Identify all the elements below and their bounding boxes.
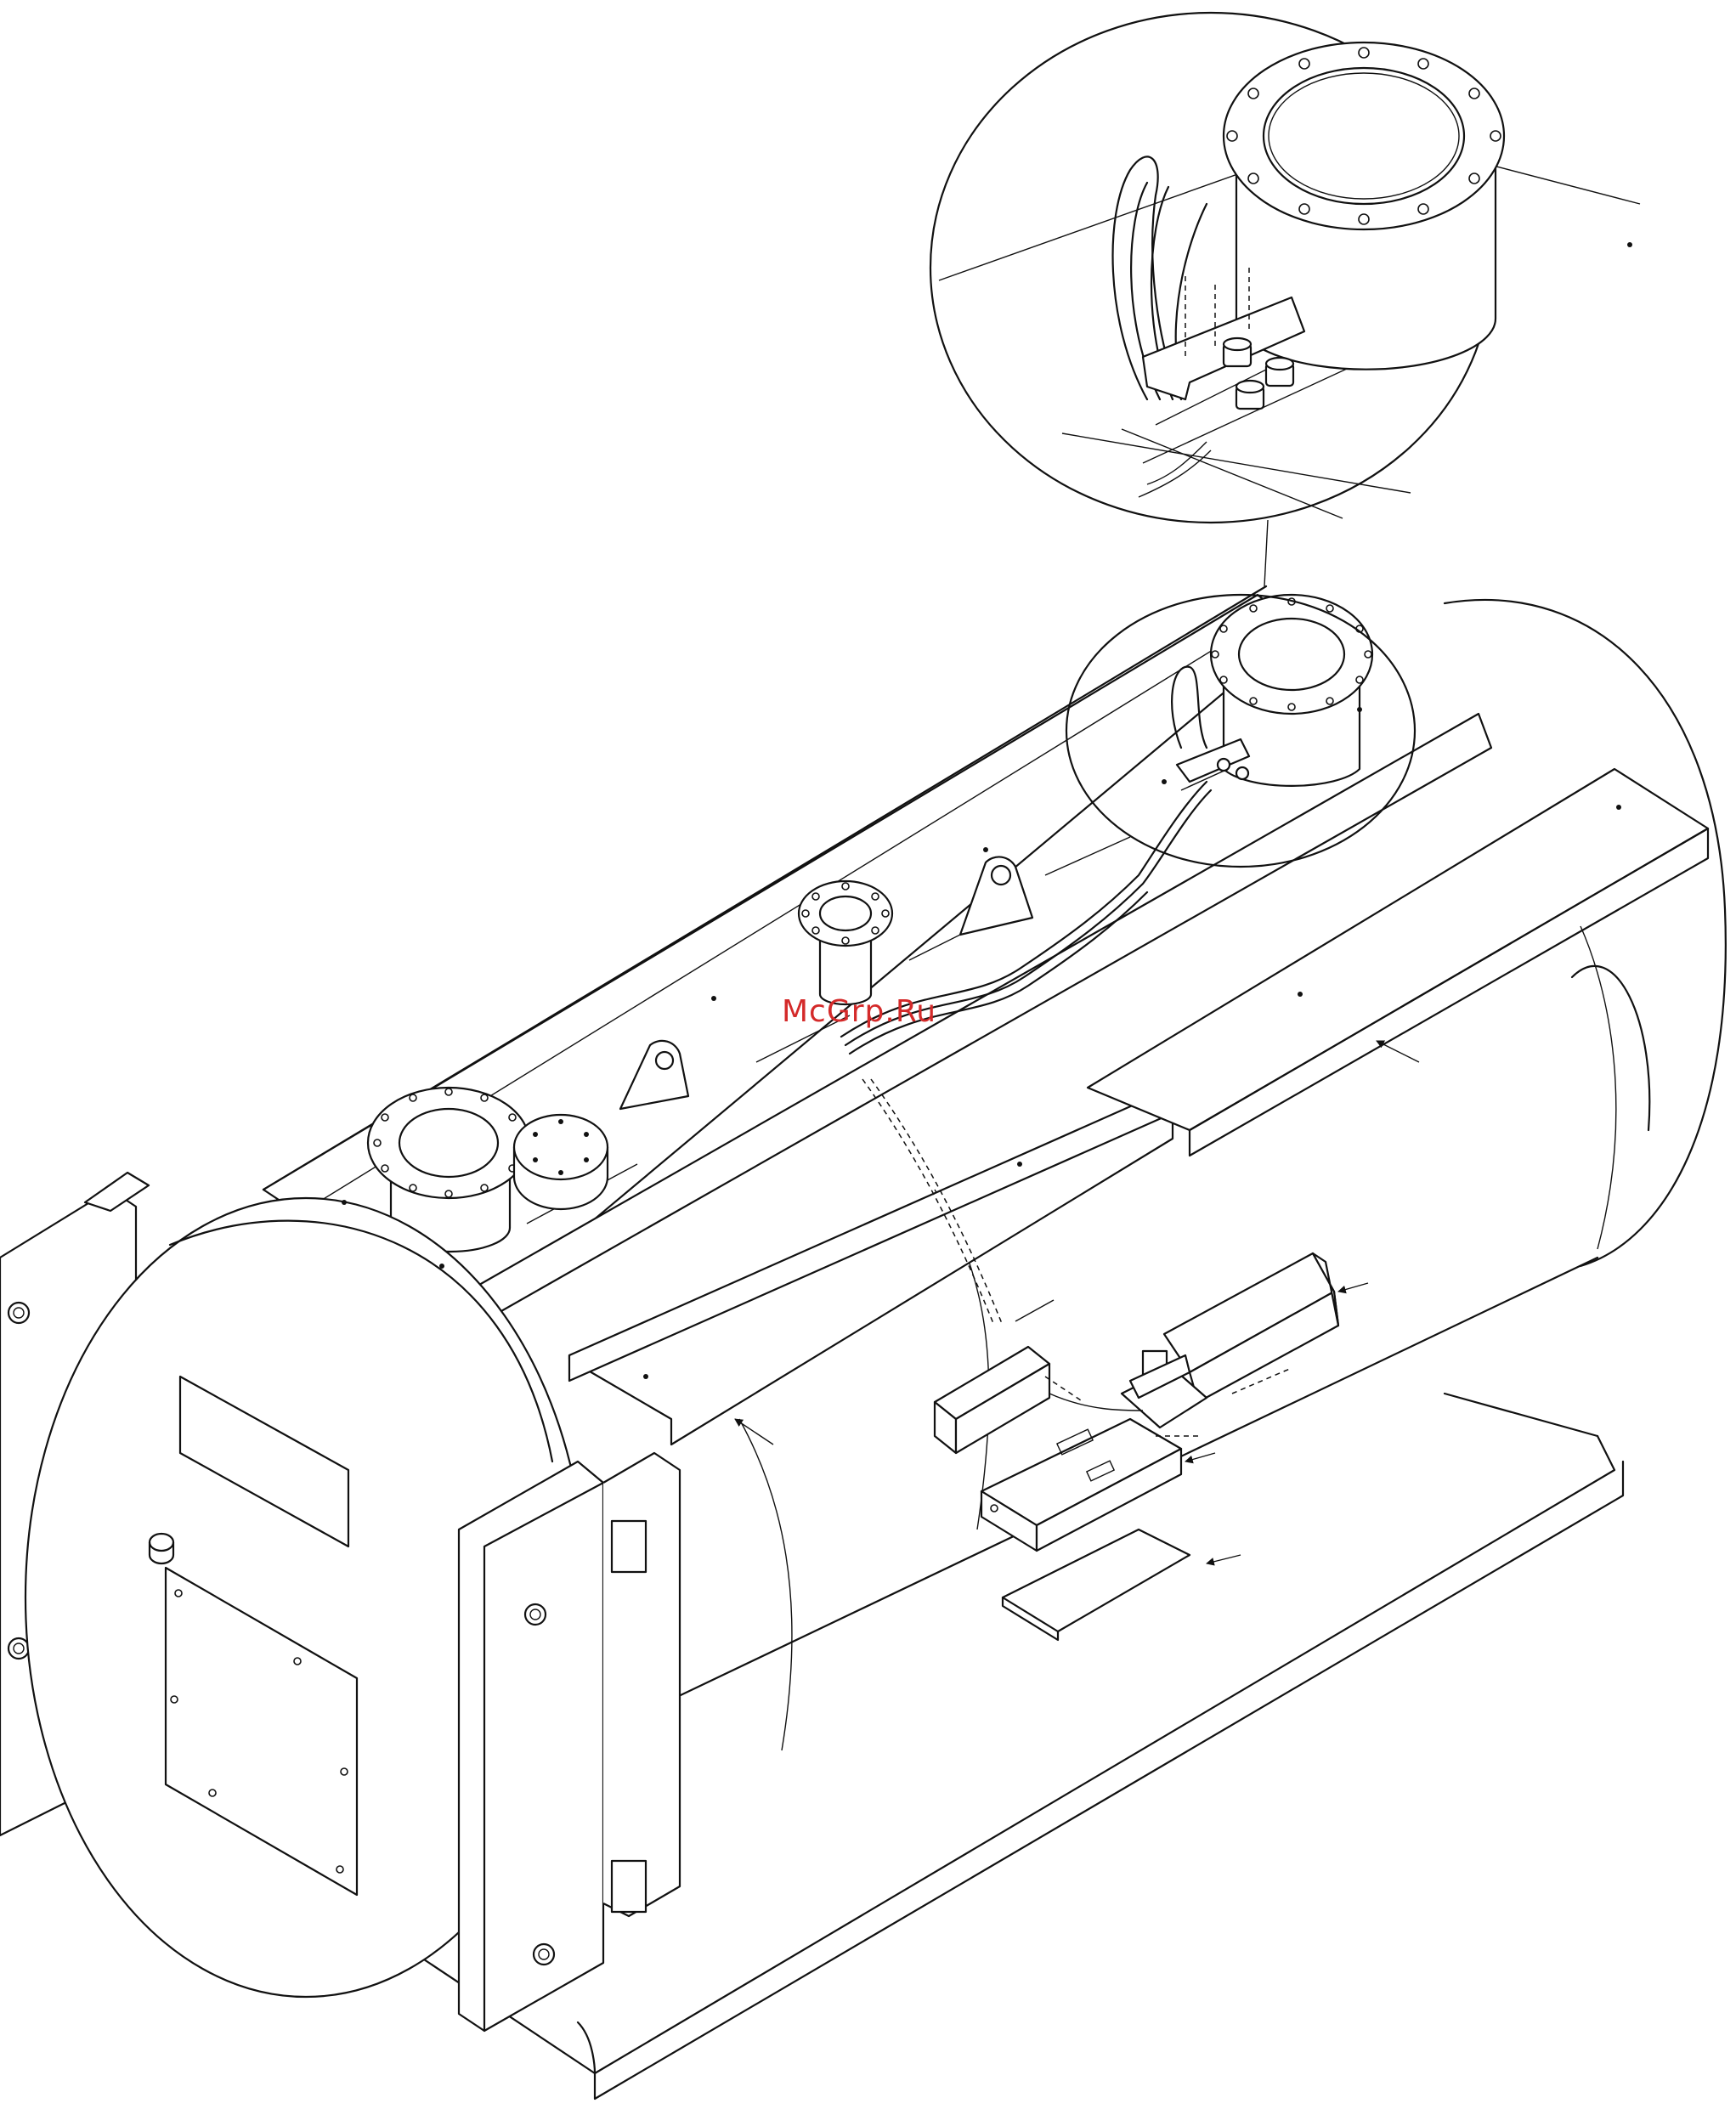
leader-arrow-tray [1185,1453,1215,1462]
leader-arrow-housing [1338,1283,1368,1292]
blind-flange [514,1115,608,1209]
leader-arrow-plate [1207,1555,1241,1563]
watermark-text: McGrp.Ru [782,994,936,1029]
detail-sensor-wires [1113,156,1211,497]
detail-view-circle [930,13,1640,586]
leader-arrow-front-cover [735,1419,773,1445]
detail-leader-line [1264,520,1268,586]
controller-housing [1164,1253,1338,1402]
control-panel-tray [981,1419,1181,1551]
junction-box [935,1347,1049,1453]
door-hinge-right [459,1453,680,2031]
leader-arrow-cover [1377,1041,1419,1062]
